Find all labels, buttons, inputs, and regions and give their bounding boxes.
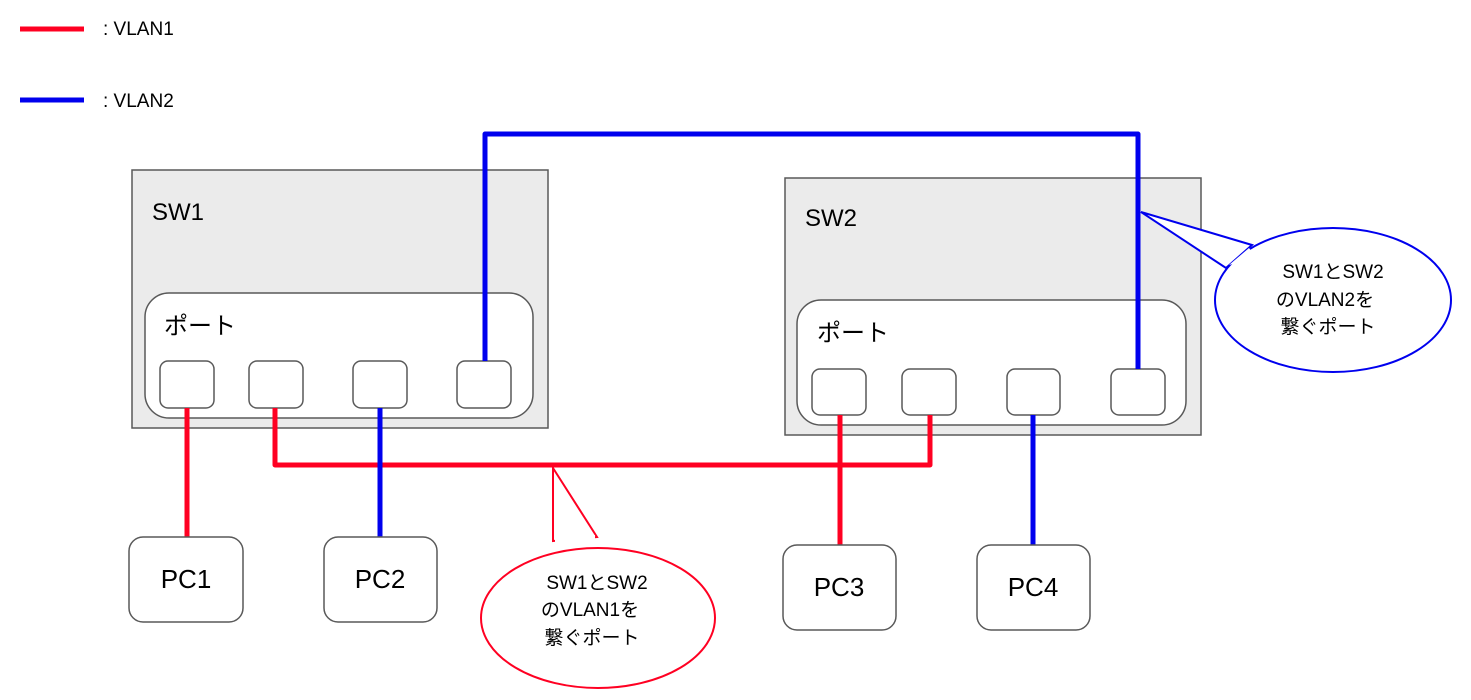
vlan2-callout-join [1229, 248, 1252, 265]
switch-sw2[interactable]: SW2 ポート [784, 177, 1202, 436]
pc4-label: PC4 [1008, 572, 1059, 602]
vlan1-callout-pointer [552, 464, 599, 543]
pc4-box [976, 544, 1091, 631]
sw1-port-3[interactable] [352, 360, 408, 409]
pc3-label: PC3 [814, 572, 865, 602]
sw1-port-1[interactable] [159, 360, 215, 409]
pc2-box [323, 536, 438, 623]
pc1-label: PC1 [161, 564, 212, 594]
vlan1-callout-line-1: SW1とSW2 [546, 573, 647, 594]
sw2-port-2[interactable] [901, 368, 957, 416]
pc2-label: PC2 [355, 564, 406, 594]
pc1-box [128, 536, 244, 623]
vlan1-callout-bubble [480, 547, 716, 689]
switch-sw1-title: SW1 [152, 199, 204, 226]
vlan2-link-sw1-sw2 [482, 131, 1141, 369]
legend-vlan2-label: : VLAN2 [103, 91, 174, 112]
vlan2-callout-bubble [1214, 227, 1452, 373]
vlan2-callout-line-2: のVLAN2を [1276, 290, 1374, 311]
pc-pc2[interactable]: PC2 [323, 536, 438, 623]
sw1-port-4[interactable] [456, 360, 512, 409]
pc3-box [782, 544, 897, 631]
sw2-port-1[interactable] [811, 368, 867, 416]
switch-sw1[interactable]: SW1 ポート [131, 169, 549, 429]
sw2-port-4[interactable] [1110, 368, 1166, 416]
vlan2-callout-line-1: SW1とSW2 [1282, 262, 1383, 283]
switch-sw2-port-group [796, 299, 1187, 426]
vlan1-link-callout: SW1とSW2 のVLAN1を 繋ぐポート [480, 464, 716, 689]
legend: : VLAN1 : VLAN2 [20, 19, 174, 112]
vlan1-callout-join [555, 535, 595, 547]
vlan1-link-sw1-sw2 [272, 408, 933, 468]
switch-sw1-port-group [144, 292, 534, 419]
pc-pc1[interactable]: PC1 [128, 536, 244, 623]
switch-sw1-port-group-label: ポート [164, 313, 236, 340]
sw2-port-3[interactable] [1006, 368, 1061, 416]
legend-vlan1-label: : VLAN1 [103, 19, 174, 40]
sw1-port-2[interactable] [248, 360, 304, 409]
vlan1-callout-line-2: のVLAN1を [541, 600, 639, 621]
pc-pc4[interactable]: PC4 [976, 544, 1091, 631]
vlan2-callout-line-3: 繋ぐポート [1280, 316, 1375, 338]
switch-sw2-port-group-label: ポート [817, 320, 889, 347]
switch-sw2-title: SW2 [805, 205, 857, 232]
vlan1-callout-line-3: 繋ぐポート [544, 627, 639, 649]
pc-pc3[interactable]: PC3 [782, 544, 897, 631]
vlan2-link-callout: SW1とSW2 のVLAN2を 繋ぐポート [1140, 211, 1452, 373]
